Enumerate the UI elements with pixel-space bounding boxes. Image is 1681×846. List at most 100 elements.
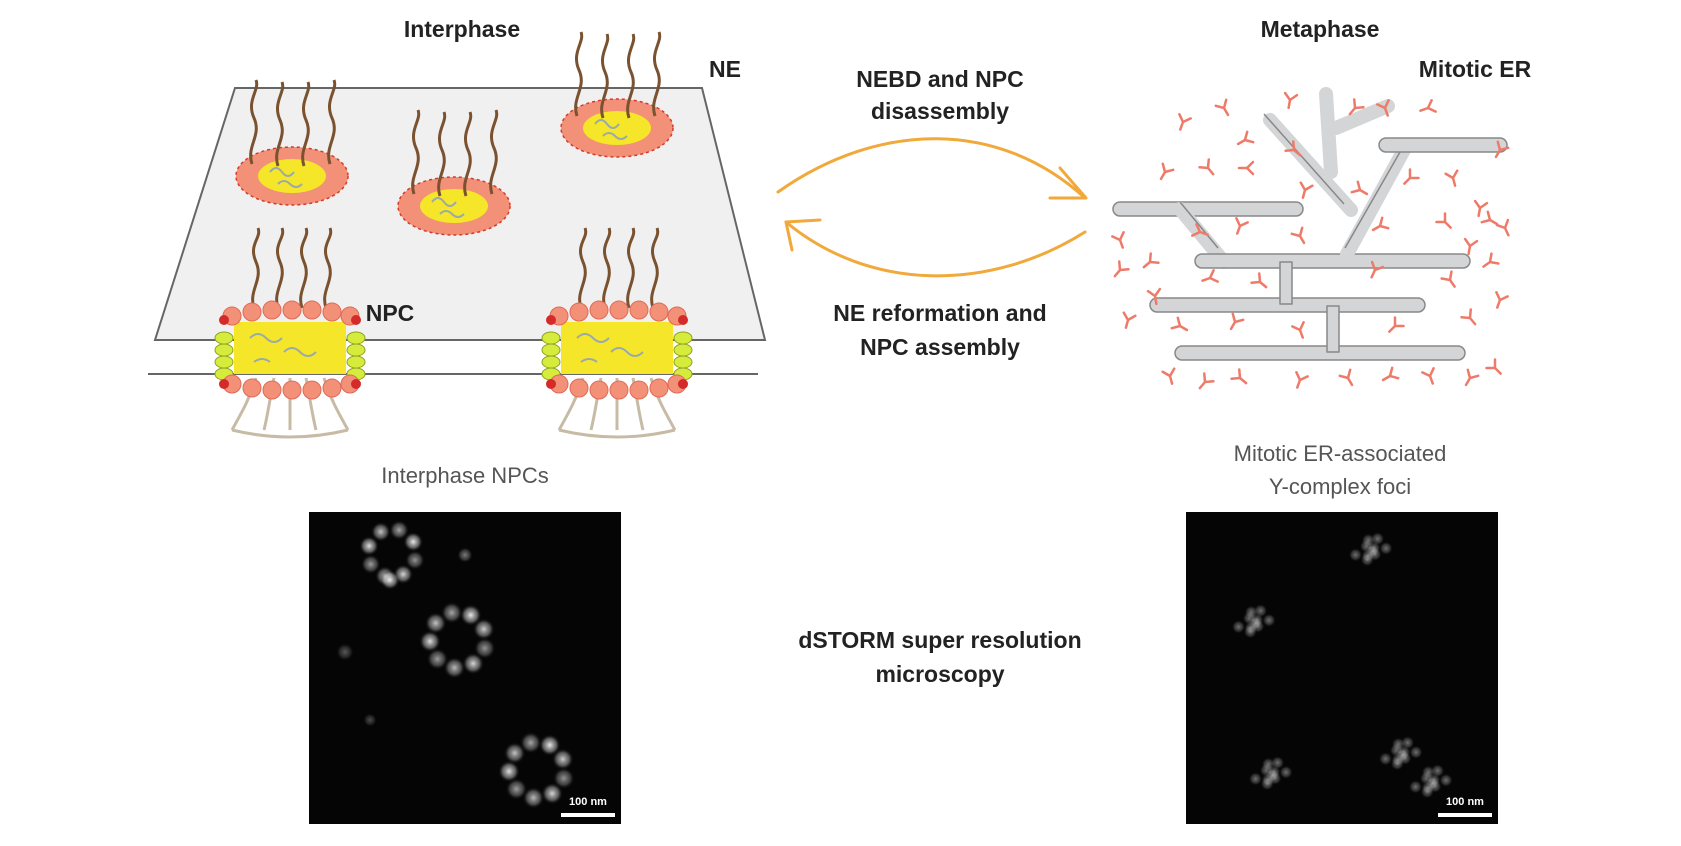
fluorescent-spot: [503, 742, 526, 765]
y-complex-glyph: [1235, 217, 1249, 235]
y-complex-glyph: [1295, 371, 1309, 389]
npc-top-view-2: [397, 109, 511, 236]
fluorescent-spot: [404, 550, 425, 571]
y-complex-glyph: [1113, 260, 1130, 278]
fluorescent-spot: [459, 604, 482, 627]
y-complex-caption-line2: Y-complex foci: [1268, 474, 1412, 499]
y-complex-glyph: [1370, 260, 1385, 279]
micrograph-interphase-npcs: [309, 512, 621, 824]
y-complex-glyph: [1250, 272, 1268, 289]
y-complex-glyph: [1170, 316, 1189, 332]
backward-arrow: [784, 220, 1087, 278]
fluorescent-spot: [1261, 613, 1276, 628]
scale-bar-label: 100 nm: [569, 796, 607, 808]
y-complex-glyph: [1494, 140, 1510, 159]
npc-side-view-1: [214, 227, 366, 439]
y-complex-glyph: [1348, 98, 1365, 116]
backward-arrow-label-line2: NPC assembly: [860, 334, 1020, 360]
npc-top-view-3: [560, 31, 674, 158]
y-complex-glyph: [1230, 368, 1248, 385]
y-complex-glyph: [1229, 312, 1245, 331]
fluorescent-spot: [538, 734, 561, 757]
y-complex-glyph: [1435, 212, 1452, 229]
fluorescent-spot: [1400, 735, 1415, 750]
fluorescent-spot: [1270, 755, 1285, 770]
npc-blobs: [336, 520, 575, 809]
foci-blobs: [1231, 531, 1453, 799]
mitotic-er: [1112, 87, 1508, 361]
forward-arrow: [776, 137, 1087, 200]
fluorescent-spot: [457, 547, 473, 563]
fluorescent-spot: [552, 767, 575, 790]
fluorescent-spot: [522, 786, 545, 809]
fluorescent-spot: [1438, 773, 1453, 788]
y-complex-glyph: [1111, 231, 1125, 249]
fluorescent-spot: [1244, 620, 1259, 635]
y-complex-glyph: [1473, 199, 1489, 218]
fluorescent-spot: [1430, 763, 1445, 778]
fluorescent-spot: [1391, 752, 1406, 767]
y-complex-glyph: [1290, 226, 1306, 245]
fluorescent-spot: [541, 782, 564, 805]
y-complex-glyph: [1291, 321, 1305, 339]
npc-top-view-1: [235, 79, 349, 206]
y-complex-glyph: [1376, 99, 1390, 117]
y-complex-glyph: [1146, 287, 1162, 306]
y-complex-glyph: [1214, 98, 1230, 117]
y-complex-glyph: [1191, 223, 1209, 237]
y-complex-glyph: [1299, 181, 1314, 199]
y-complex-glyph: [1495, 291, 1509, 309]
mitotic-er-label: Mitotic ER: [1418, 56, 1532, 82]
y-complex-glyph: [1161, 367, 1176, 385]
interphase-npcs-caption: Interphase NPCs: [381, 463, 549, 488]
y-complex-glyph: [1495, 218, 1510, 237]
fluorescent-spot: [498, 760, 521, 783]
scale-bar-label: 100 nm: [1446, 796, 1484, 808]
fluorescent-spot: [1261, 772, 1276, 787]
y-complex-glyph: [1403, 168, 1420, 185]
y-complex-glyph: [1419, 99, 1437, 113]
scale-bar: [1438, 813, 1492, 817]
y-complex-glyph: [1159, 162, 1175, 181]
fluorescent-spot: [363, 713, 377, 727]
scale-bar: [561, 813, 615, 817]
y-complex-glyph: [1350, 180, 1369, 196]
y-complex-glyph: [1284, 140, 1302, 157]
fluorescent-spot: [1370, 531, 1385, 546]
metaphase-title: Metaphase: [1260, 16, 1380, 42]
fluorescent-spot: [519, 731, 542, 754]
y-complex-glyph: [1338, 368, 1354, 387]
fluorescent-spot: [1361, 548, 1376, 563]
fluorescent-spot: [1348, 547, 1363, 562]
y-complex-glyph: [1485, 358, 1502, 375]
ne-label: NE: [709, 56, 741, 82]
y-complex-glyph: [1142, 252, 1160, 269]
y-complex-glyph: [1444, 169, 1459, 187]
fluorescent-spot: [473, 637, 496, 660]
y-complex-glyph: [1371, 216, 1390, 232]
fluorescent-spot: [551, 748, 574, 771]
fluorescent-spot: [1231, 619, 1246, 634]
fluorescent-spot: [336, 643, 354, 661]
micrograph-y-complex-foci: [1186, 512, 1498, 824]
fluorescent-spot: [505, 778, 528, 801]
y-complex-caption-line1: Mitotic ER-associated: [1233, 441, 1447, 466]
fluorescent-spot: [1378, 751, 1393, 766]
y-complex-glyph: [1388, 316, 1405, 333]
dstorm-label-line1: dSTORM super resolution: [798, 627, 1082, 653]
y-complex-glyph: [1198, 372, 1215, 390]
forward-arrowhead: [1048, 166, 1088, 200]
y-complex-layer: [1111, 91, 1510, 390]
backward-arrowhead: [784, 218, 822, 252]
fluorescent-spot: [360, 554, 381, 575]
fluorescent-spot: [443, 656, 466, 679]
fluorescent-spot: [462, 652, 485, 675]
y-complex-glyph: [1122, 311, 1137, 329]
fluorescent-spot: [472, 618, 495, 641]
fluorescent-spot: [1421, 780, 1436, 795]
fluorescent-spot: [1378, 541, 1393, 556]
y-complex-glyph: [1237, 160, 1255, 176]
fluorescent-spot: [389, 520, 410, 541]
